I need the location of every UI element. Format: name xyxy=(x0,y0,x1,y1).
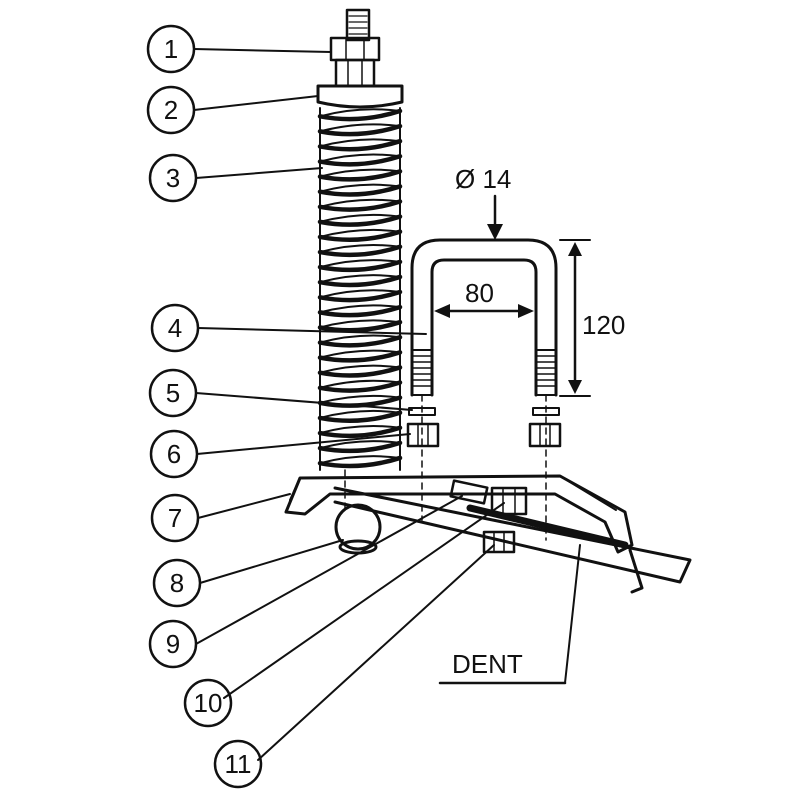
spring-coil-turn xyxy=(317,289,403,303)
clamp-nut xyxy=(490,486,528,516)
spring-coil-turn xyxy=(317,259,403,273)
callout-4-label: 4 xyxy=(168,313,182,343)
callout-5-label: 5 xyxy=(166,378,180,408)
leaf-rail xyxy=(333,486,692,594)
washer xyxy=(408,407,560,416)
spring-coil-back xyxy=(319,304,401,314)
spring-coil-turn xyxy=(317,274,403,288)
spring-coil-back xyxy=(319,108,401,118)
height-label: 120 xyxy=(582,310,625,340)
lower-nut xyxy=(482,530,516,554)
spring-coil-back xyxy=(319,123,401,133)
callout-9-label: 9 xyxy=(166,629,180,659)
callout-2: 2 xyxy=(146,85,196,135)
spring-coil-turn xyxy=(317,335,403,348)
dent-label: DENT xyxy=(452,649,523,679)
spring-coil-turn xyxy=(317,154,403,167)
callout-7: 7 xyxy=(150,493,200,543)
callout-8-label: 8 xyxy=(170,568,184,598)
spring-coil-turn xyxy=(317,455,403,469)
callout-3: 3 xyxy=(148,153,198,203)
top-nut xyxy=(329,36,381,88)
spring-coil-turn xyxy=(317,365,403,378)
spring-coil-back xyxy=(319,228,401,238)
callout-1: 1 xyxy=(146,24,196,74)
spring-coil-turn xyxy=(317,304,403,318)
dent-callout: DENT xyxy=(438,544,581,685)
u-bolt xyxy=(410,238,558,397)
callout-7-label: 7 xyxy=(168,503,182,533)
nut xyxy=(406,422,562,448)
spring-coil-back xyxy=(319,213,401,223)
callout-6-label: 6 xyxy=(167,439,181,469)
spring-coil-turn xyxy=(317,229,403,242)
spring-coil-back xyxy=(319,153,401,163)
spring-coil-turn xyxy=(317,184,403,197)
callout-6: 6 xyxy=(149,429,199,479)
spring-coil-turn xyxy=(317,244,403,258)
spring-coil-turn xyxy=(317,380,403,393)
mounting-bracket xyxy=(284,474,634,554)
spring-coil-turn xyxy=(317,169,403,182)
spring-coil-turn xyxy=(317,350,403,363)
spring-coil-back xyxy=(319,409,401,419)
diameter-label: Ø 14 xyxy=(455,164,511,194)
callout-5: 5 xyxy=(148,368,198,418)
spring-coil-turn xyxy=(317,410,403,423)
dimension-width: 80 xyxy=(434,278,534,318)
spring-coil-back xyxy=(319,198,401,208)
spring-coil-turn xyxy=(317,214,403,227)
spring-coil-back xyxy=(319,394,401,404)
spring-coil-back xyxy=(319,168,401,178)
callout-11: 11 xyxy=(213,739,263,789)
spring-coil-back xyxy=(319,349,401,359)
threaded-rod xyxy=(345,8,371,42)
leader-lines xyxy=(193,48,505,761)
spring-coil-back xyxy=(319,289,401,299)
spring-cap xyxy=(316,84,404,109)
spring-coil-back xyxy=(319,259,401,269)
callout-8: 8 xyxy=(152,558,202,608)
spring-coil-back xyxy=(319,379,401,389)
dimension-diameter: Ø 14 xyxy=(455,164,511,240)
spring-coil-turn xyxy=(317,138,403,152)
spring-coil-back xyxy=(319,334,401,344)
spring-coil-back xyxy=(319,274,401,284)
callout-10-label: 10 xyxy=(194,688,223,718)
callout-10: 10 xyxy=(183,678,233,728)
dimension-height: 120 xyxy=(559,239,625,397)
spring-coil-back xyxy=(319,455,401,465)
spring-coil-turn xyxy=(317,319,403,333)
spring-coil-turn xyxy=(317,199,403,212)
callout-3-label: 3 xyxy=(166,163,180,193)
spring-coil-turn xyxy=(317,108,403,122)
callout-11-label: 11 xyxy=(225,749,252,779)
width-label: 80 xyxy=(465,278,494,308)
spring-coil-back xyxy=(319,183,401,193)
callout-2-label: 2 xyxy=(164,95,178,125)
spring-coil-turn xyxy=(317,440,403,454)
callout-1-label: 1 xyxy=(164,34,178,64)
spring-coil-back xyxy=(319,364,401,374)
coil-spring xyxy=(317,107,403,471)
spring-coil-back xyxy=(319,440,401,450)
spring-coil-turn xyxy=(317,425,403,439)
callout-9: 9 xyxy=(148,619,198,669)
assembly-axes xyxy=(344,394,547,541)
callout-4: 4 xyxy=(150,303,200,353)
spring-coil-back xyxy=(319,138,401,148)
spring-coil-back xyxy=(319,244,401,254)
spring-coil-turn xyxy=(317,123,403,137)
spring-coil-back xyxy=(319,425,401,435)
clamp-plate xyxy=(449,479,489,505)
spring-coil-back xyxy=(319,319,401,329)
